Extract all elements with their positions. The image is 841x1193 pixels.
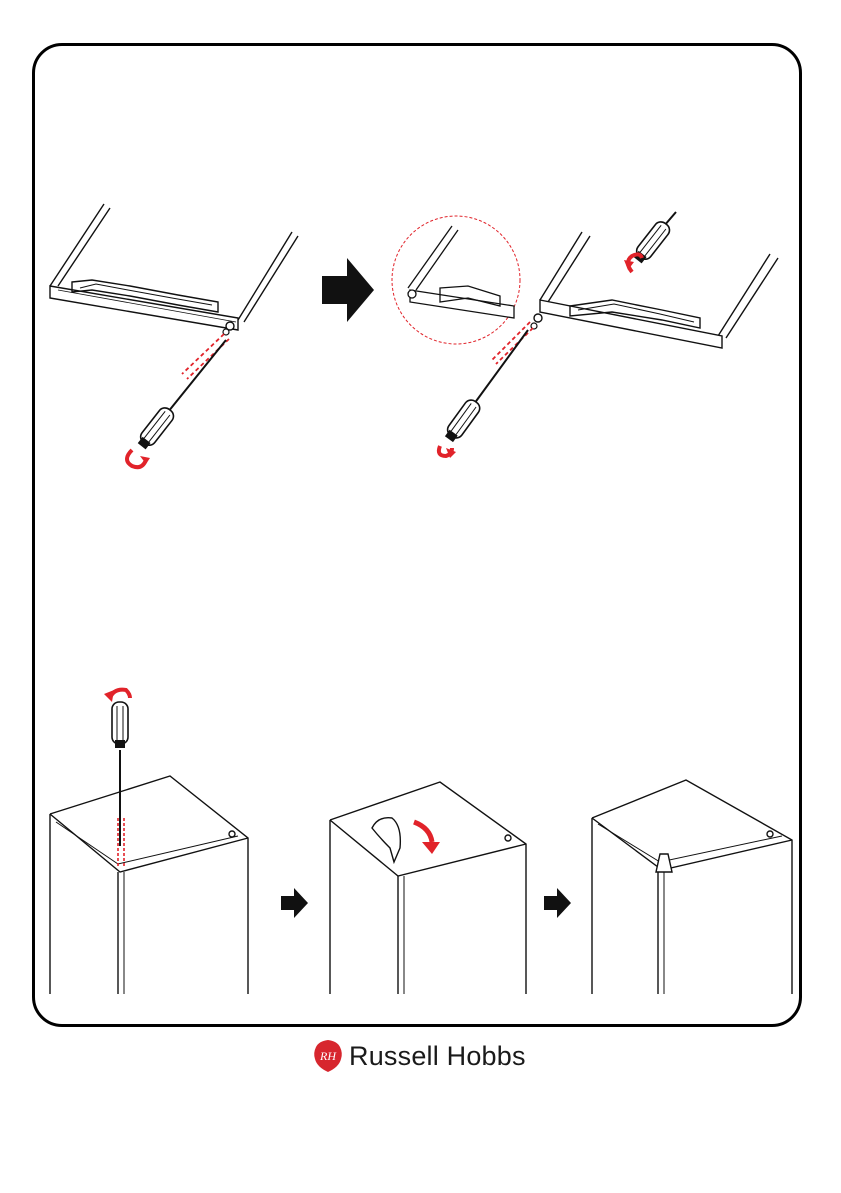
brand-name: Russell Hobbs	[349, 1041, 526, 1072]
red-rotate-arrow-right-upper	[624, 254, 642, 272]
screwdriver-right-upper	[631, 212, 676, 265]
small-right-arrow-2	[544, 888, 571, 918]
door-bottom-left	[50, 204, 298, 330]
red-dashed-guide-right	[492, 322, 533, 364]
door-bottom-right	[540, 232, 778, 348]
red-dashed-guide-left	[182, 334, 229, 379]
screwdriver-right-lower	[442, 330, 528, 444]
svg-text:RH: RH	[319, 1049, 337, 1063]
red-rotate-arrow-left	[127, 450, 150, 467]
big-right-arrow	[322, 258, 374, 322]
small-right-arrow-1	[281, 888, 308, 918]
brand-seal-icon: RH	[313, 1039, 343, 1073]
zoom-circle	[392, 216, 520, 344]
fridge-step-2	[330, 782, 526, 994]
screw-right	[531, 314, 542, 329]
red-rotate-arrow-right-lower	[439, 446, 456, 458]
fridge-step-3	[592, 780, 792, 994]
screwdriver-bottom	[112, 702, 128, 868]
brand-logo: RH Russell Hobbs	[313, 1038, 526, 1074]
screwdriver-left	[135, 340, 226, 451]
fridge-step-1	[50, 776, 248, 994]
red-curved-arrow	[414, 822, 440, 854]
red-rotate-arrow-bottom	[104, 690, 130, 702]
